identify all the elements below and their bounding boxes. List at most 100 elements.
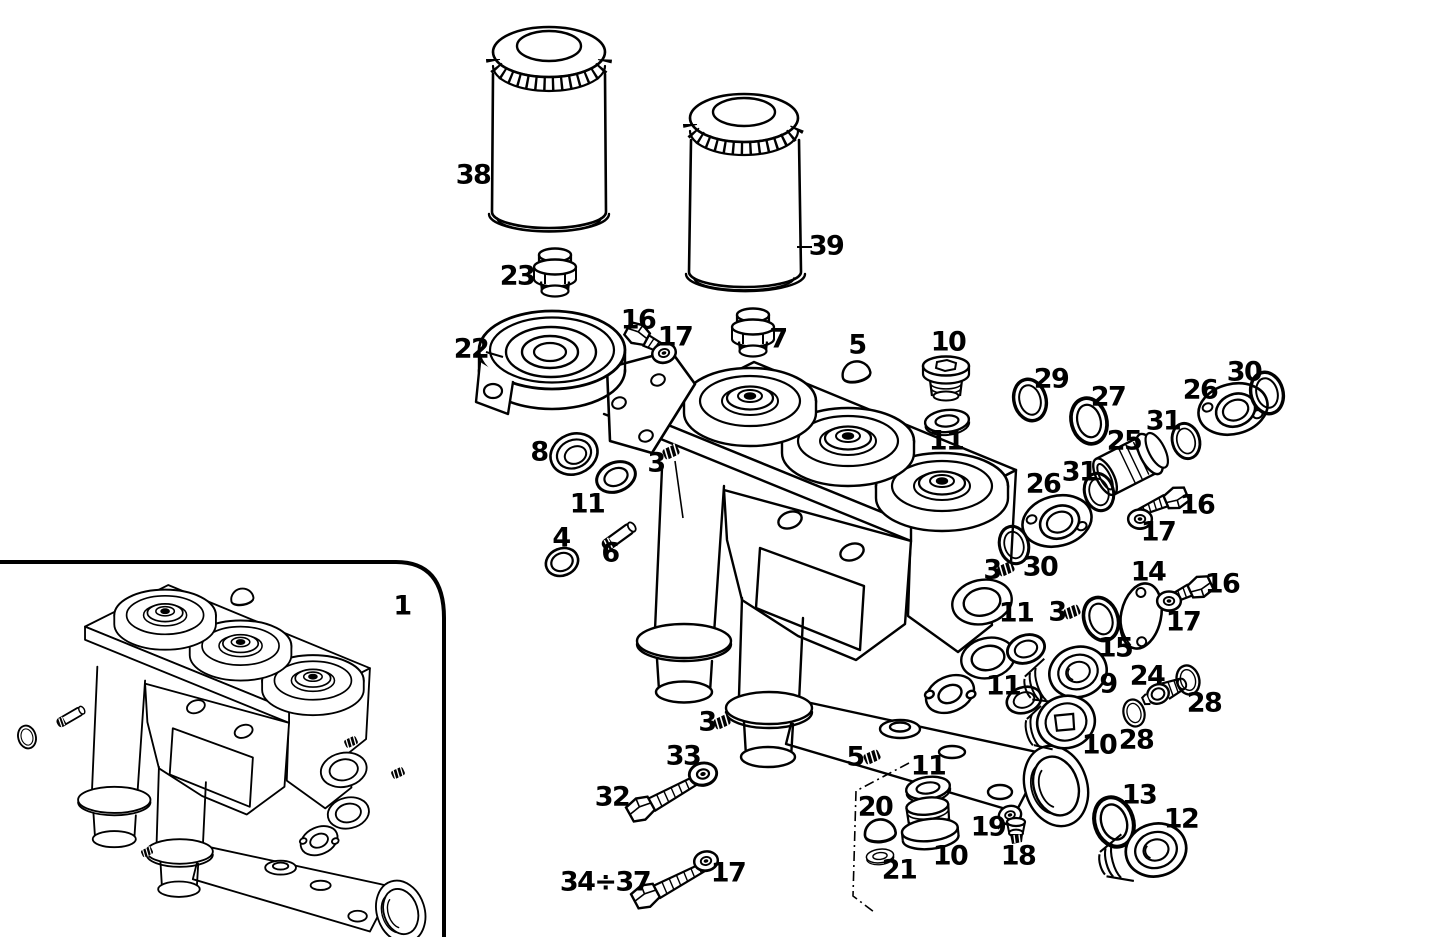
callout-19: 19 bbox=[971, 812, 1006, 843]
face-hole bbox=[777, 510, 803, 530]
callout-27: 27 bbox=[1091, 382, 1126, 413]
callout-30: 30 bbox=[1227, 357, 1262, 388]
callout-17: 17 bbox=[1141, 517, 1176, 548]
head-ring-rim bbox=[488, 316, 616, 384]
part-5 bbox=[838, 357, 874, 387]
callout-12: 12 bbox=[1164, 804, 1199, 835]
pipe-boss-hole bbox=[888, 721, 912, 733]
callout-11: 11 bbox=[570, 489, 605, 520]
small-parts-layer bbox=[14, 247, 1290, 914]
gasket-flange bbox=[923, 673, 977, 715]
housing-front-face bbox=[722, 488, 913, 662]
callout-11: 11 bbox=[999, 598, 1034, 629]
callout-3: 3 bbox=[698, 707, 715, 738]
callout-1: 1 bbox=[393, 591, 410, 622]
callout-13: 13 bbox=[1122, 780, 1157, 811]
callout-11: 11 bbox=[929, 426, 964, 457]
part-39-oil-filter bbox=[683, 92, 807, 293]
callout-28: 28 bbox=[1187, 688, 1222, 719]
inset-ring bbox=[14, 722, 40, 752]
left-leg-foot-end bbox=[654, 680, 714, 704]
left-leg-flange-rim bbox=[635, 642, 733, 663]
canister-body bbox=[687, 138, 803, 289]
crimp-band-bottom bbox=[491, 64, 607, 93]
callout-16: 16 bbox=[1205, 569, 1240, 600]
part-10 bbox=[921, 355, 971, 402]
callout-16: 16 bbox=[621, 305, 656, 336]
callout-15: 15 bbox=[1098, 633, 1133, 664]
manifold-pipe-bore bbox=[1022, 744, 1090, 828]
callout-17: 17 bbox=[711, 858, 746, 889]
callout-11: 11 bbox=[986, 671, 1021, 702]
part-7 bbox=[730, 307, 776, 358]
center-leg-foot-end bbox=[739, 745, 797, 769]
callout-3: 3 bbox=[1048, 597, 1065, 628]
callout-38: 38 bbox=[456, 160, 491, 191]
bracket-hole bbox=[650, 373, 666, 387]
callout-8: 8 bbox=[530, 437, 548, 468]
callout-5: 5 bbox=[848, 330, 865, 361]
center-leg-flange-rim bbox=[724, 710, 814, 730]
oil-filter-housing-body bbox=[635, 360, 1090, 828]
callout-28: 28 bbox=[1119, 725, 1154, 756]
callout-7: 7 bbox=[769, 324, 786, 355]
crimp-band-top bbox=[491, 50, 607, 79]
callout-29: 29 bbox=[1034, 364, 1069, 395]
pipe-boss bbox=[937, 744, 967, 760]
tab-hole bbox=[482, 382, 504, 400]
callout-4: 4 bbox=[552, 523, 570, 554]
callout-14: 14 bbox=[1131, 557, 1166, 588]
crimp-band-bottom bbox=[688, 129, 800, 157]
bracket-hole bbox=[638, 429, 654, 443]
callout-11: 11 bbox=[911, 751, 946, 782]
bracket-hole bbox=[611, 396, 627, 410]
callout-31: 31 bbox=[1062, 457, 1097, 488]
housing-window bbox=[754, 546, 866, 652]
right-port-bore bbox=[970, 644, 1006, 672]
part-22-filter-head bbox=[474, 309, 697, 455]
part-23 bbox=[532, 247, 578, 298]
callout-30: 30 bbox=[1023, 552, 1058, 583]
leader-line bbox=[485, 351, 504, 358]
left-leg-flange bbox=[635, 622, 733, 660]
callout-17: 17 bbox=[1166, 607, 1201, 638]
group-bracket bbox=[852, 762, 910, 913]
inset-pin bbox=[55, 704, 88, 729]
callout-21: 21 bbox=[882, 855, 917, 886]
callout-3: 3 bbox=[983, 555, 1000, 586]
callout-20: 20 bbox=[858, 792, 893, 823]
canister-bottom-rim-inner bbox=[693, 277, 795, 291]
face-hole bbox=[839, 542, 865, 562]
callout-6: 6 bbox=[601, 538, 619, 569]
callout-10: 10 bbox=[933, 841, 968, 872]
canister-bottom-rim-inner bbox=[496, 217, 602, 232]
right-port-bore bbox=[962, 587, 1002, 617]
leader-line bbox=[674, 460, 684, 519]
canister-top-dome bbox=[711, 96, 777, 128]
callout-39: 39 bbox=[809, 231, 844, 262]
inset-screw bbox=[389, 764, 407, 782]
center-leg-tube bbox=[737, 596, 805, 704]
callout-16: 16 bbox=[1180, 490, 1215, 521]
callout-26: 26 bbox=[1026, 469, 1061, 500]
callout-18: 18 bbox=[1001, 841, 1036, 872]
callout-24: 24 bbox=[1130, 661, 1165, 692]
inset-cap bbox=[228, 585, 256, 609]
canister-bottom-rim bbox=[684, 272, 807, 293]
center-leg-flange bbox=[724, 690, 814, 726]
assembled-housing bbox=[78, 585, 433, 937]
inset-panel bbox=[0, 560, 446, 937]
callout-22: 22 bbox=[454, 334, 489, 365]
callout-10: 10 bbox=[1082, 730, 1117, 761]
head-hub-bore bbox=[532, 341, 568, 363]
part-38-oil-filter bbox=[486, 25, 612, 233]
part-8 bbox=[542, 425, 606, 483]
callout-10: 10 bbox=[931, 327, 966, 358]
callout-17: 17 bbox=[658, 322, 693, 353]
callout-23: 23 bbox=[500, 261, 535, 292]
callout-3: 3 bbox=[647, 448, 664, 479]
crimp-band-top bbox=[688, 116, 800, 144]
